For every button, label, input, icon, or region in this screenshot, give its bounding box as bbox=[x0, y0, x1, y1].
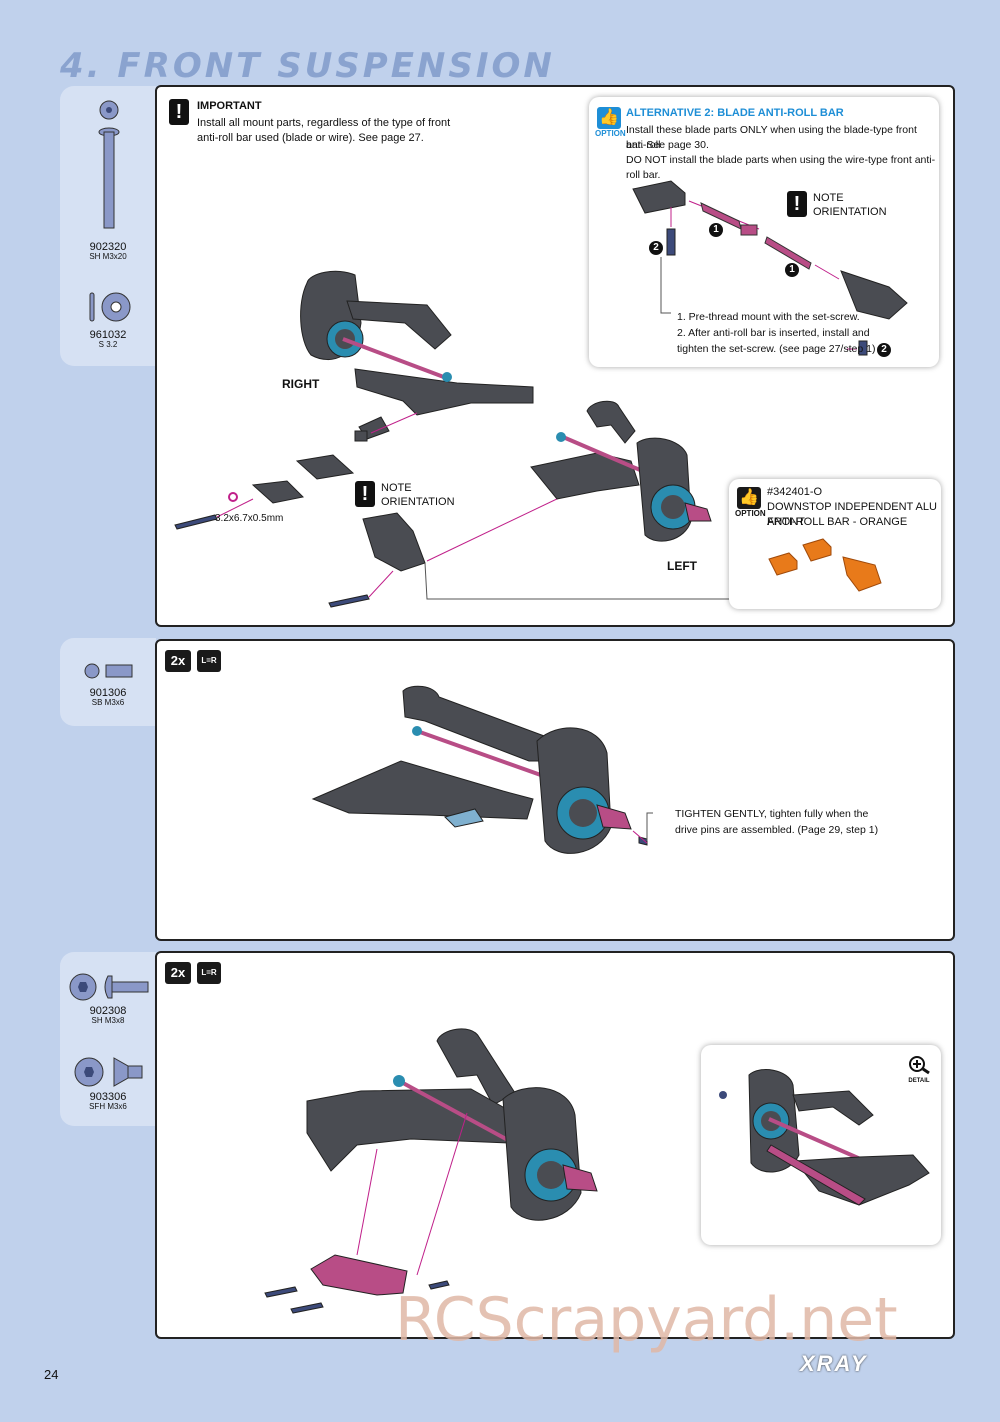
option-name-line-1: DOWNSTOP INDEPENDENT ALU FRONT bbox=[767, 501, 937, 528]
right-label: RIGHT bbox=[282, 377, 320, 391]
quantity-badge: 2x bbox=[165, 962, 191, 984]
important-text-line-2: anti-roll bar used (blade or wire). See … bbox=[197, 132, 424, 144]
left-right-badge: L=R bbox=[197, 650, 221, 672]
part-901306: 901306 SB M3x6 bbox=[89, 687, 127, 708]
alt-instruction-1: 1. Pre-thread mount with the set-screw. bbox=[677, 311, 860, 323]
alternative-line-2: bar. See page 30. bbox=[626, 139, 709, 151]
screw-m3x6-icon bbox=[84, 663, 133, 679]
part-902320: 902320 SH M3x20 bbox=[89, 241, 127, 262]
alternative-line-1: Install these blade parts ONLY when usin… bbox=[626, 124, 917, 151]
detail-box: DETAIL bbox=[701, 1045, 941, 1245]
part-961032: 961032 S 3.2 bbox=[89, 329, 127, 350]
step-3-assembly-illustration bbox=[264, 1028, 598, 1314]
parts-list-step-2: 901306 SB M3x6 bbox=[60, 638, 156, 726]
screw-m3x20-icon bbox=[98, 100, 120, 229]
watermark: RCScrapyard.net bbox=[395, 1285, 898, 1355]
step-1-panel: ! IMPORTANT Install all mount parts, reg… bbox=[155, 85, 955, 627]
washer-icon bbox=[89, 292, 131, 322]
screw-m3x8-icon bbox=[69, 973, 149, 1001]
washer-size-label: 3.2x6.7x0.5mm bbox=[215, 513, 284, 524]
alternative-line-3: DO NOT install the blade parts when usin… bbox=[626, 154, 936, 181]
step-2-assembly-illustration bbox=[311, 685, 653, 854]
tighten-note-line-2: drive pins are assembled. (Page 29, step… bbox=[675, 824, 879, 836]
option-icon: 👍 OPTION bbox=[735, 487, 766, 518]
option-icon: 👍 OPTION bbox=[595, 107, 626, 138]
magnify-icon bbox=[909, 1056, 930, 1075]
step-number-2-a: 2 bbox=[649, 241, 663, 255]
important-text-line-1: Install all mount parts, regardless of t… bbox=[197, 117, 451, 129]
note-line-2: ORIENTATION bbox=[381, 496, 455, 508]
orange-parts-illustration bbox=[768, 538, 882, 592]
option-name-line-2: ANTI-ROLL BAR - ORANGE bbox=[767, 516, 908, 528]
note-orientation-icon: ! bbox=[787, 191, 807, 217]
note-orientation-icon: ! bbox=[355, 481, 375, 507]
alt-instruction-2: 2. After anti-roll bar is inserted, inst… bbox=[677, 327, 870, 339]
important-title: IMPORTANT bbox=[197, 100, 262, 112]
detail-illustration bbox=[719, 1069, 930, 1206]
step-2-panel: 2x L=R TIGHTEN GENTLY, tighten fully whe… bbox=[155, 639, 955, 941]
step-3-panel: 2x L=R DETAIL bbox=[155, 951, 955, 1339]
alt-note-line-1: NOTE bbox=[813, 192, 844, 204]
flat-screw-m3x6-icon bbox=[74, 1057, 143, 1087]
alt-note-line-2: ORIENTATION bbox=[813, 206, 887, 218]
option-box: 👍 OPTION #342401-O DOWNSTOP INDEPENDENT … bbox=[729, 479, 941, 609]
alt-instruction-3: tighten the set-screw. (see page 27/step… bbox=[677, 343, 876, 355]
part-902308: 902308 SH M3x8 bbox=[89, 1005, 127, 1026]
important-icon: ! bbox=[169, 99, 189, 125]
alternative-blade-box: 👍 OPTION ALTERNATIVE 2: BLADE ANTI-ROLL … bbox=[589, 97, 939, 367]
step-number-1-a: 1 bbox=[709, 223, 723, 237]
step-number-1-b: 1 bbox=[785, 263, 799, 277]
alternative-title: ALTERNATIVE 2: BLADE ANTI-ROLL BAR bbox=[626, 107, 844, 119]
step-number-2-b: 2 bbox=[877, 343, 891, 357]
note-line-1: NOTE bbox=[381, 482, 412, 494]
parts-list-step-1: 902320 SH M3x20 961032 S 3.2 bbox=[60, 86, 156, 366]
page-title: 4. FRONT SUSPENSION bbox=[60, 46, 555, 86]
tighten-note-line-1: TIGHTEN GENTLY, tighten fully when the bbox=[675, 808, 869, 820]
left-suspension-illustration bbox=[530, 400, 712, 542]
left-label: LEFT bbox=[667, 559, 697, 573]
parts-list-step-3: 902308 SH M3x8 903306 SFH M3x6 bbox=[60, 952, 156, 1126]
left-right-badge: L=R bbox=[197, 962, 221, 984]
part-903306: 903306 SFH M3x6 bbox=[89, 1091, 127, 1112]
quantity-badge: 2x bbox=[165, 650, 191, 672]
option-part-number: #342401-O bbox=[767, 486, 823, 498]
detail-icon: DETAIL bbox=[907, 1055, 931, 1084]
right-suspension-illustration bbox=[174, 270, 733, 608]
blade-parts-illustration bbox=[632, 180, 908, 356]
page-number: 24 bbox=[44, 1367, 59, 1382]
xray-logo: XRAY bbox=[800, 1351, 868, 1376]
